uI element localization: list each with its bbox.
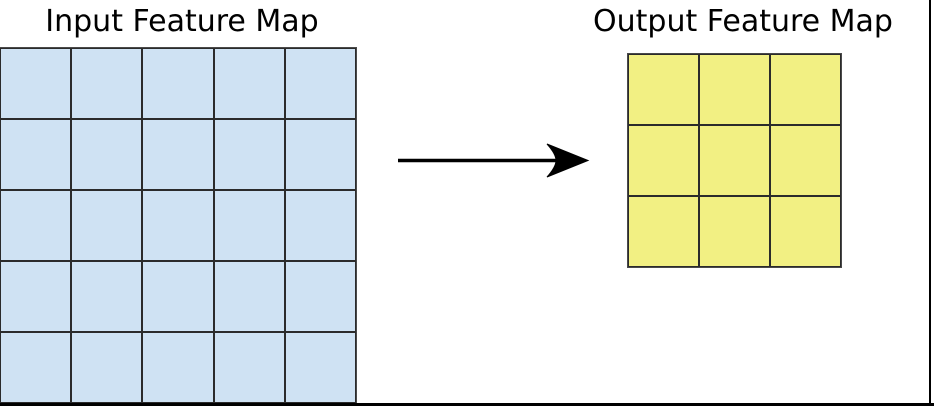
grid-cell (213, 190, 285, 261)
grid-cell (0, 261, 72, 332)
right-arrow-icon (398, 143, 590, 178)
figure-frame-bottom-border (0, 403, 934, 406)
grid-cell (213, 48, 285, 119)
grid-cell (213, 332, 285, 403)
grid-cell (142, 190, 214, 261)
figure-frame-right-border (929, 0, 931, 406)
grid-cell (284, 119, 356, 190)
grid-cell (284, 48, 356, 119)
arrow-head (546, 143, 590, 178)
grid-cell (284, 190, 356, 261)
input-feature-map-grid (0, 47, 357, 404)
grid-cell (0, 332, 72, 403)
grid-cell (284, 332, 356, 403)
grid-cell (699, 196, 770, 267)
grid-cell (71, 48, 143, 119)
grid-cell (142, 119, 214, 190)
grid-cell (71, 261, 143, 332)
grid-cell (0, 48, 72, 119)
grid-cell (71, 332, 143, 403)
grid-cell (0, 190, 72, 261)
grid-cell (628, 125, 699, 196)
grid-cell (628, 196, 699, 267)
grid-cell (699, 125, 770, 196)
grid-cell (142, 332, 214, 403)
output-feature-map-grid (627, 53, 842, 268)
output-feature-map-title: Output Feature Map (593, 4, 893, 39)
grid-cell (0, 119, 72, 190)
grid-cell (770, 54, 841, 125)
grid-cell (699, 54, 770, 125)
grid-cell (284, 261, 356, 332)
grid-cell (142, 261, 214, 332)
grid-cell (770, 125, 841, 196)
grid-cell (71, 190, 143, 261)
grid-cell (71, 119, 143, 190)
grid-cell (770, 196, 841, 267)
input-feature-map-title: Input Feature Map (45, 4, 319, 39)
grid-cell (213, 119, 285, 190)
grid-cell (142, 48, 214, 119)
grid-cell (628, 54, 699, 125)
grid-cell (213, 261, 285, 332)
